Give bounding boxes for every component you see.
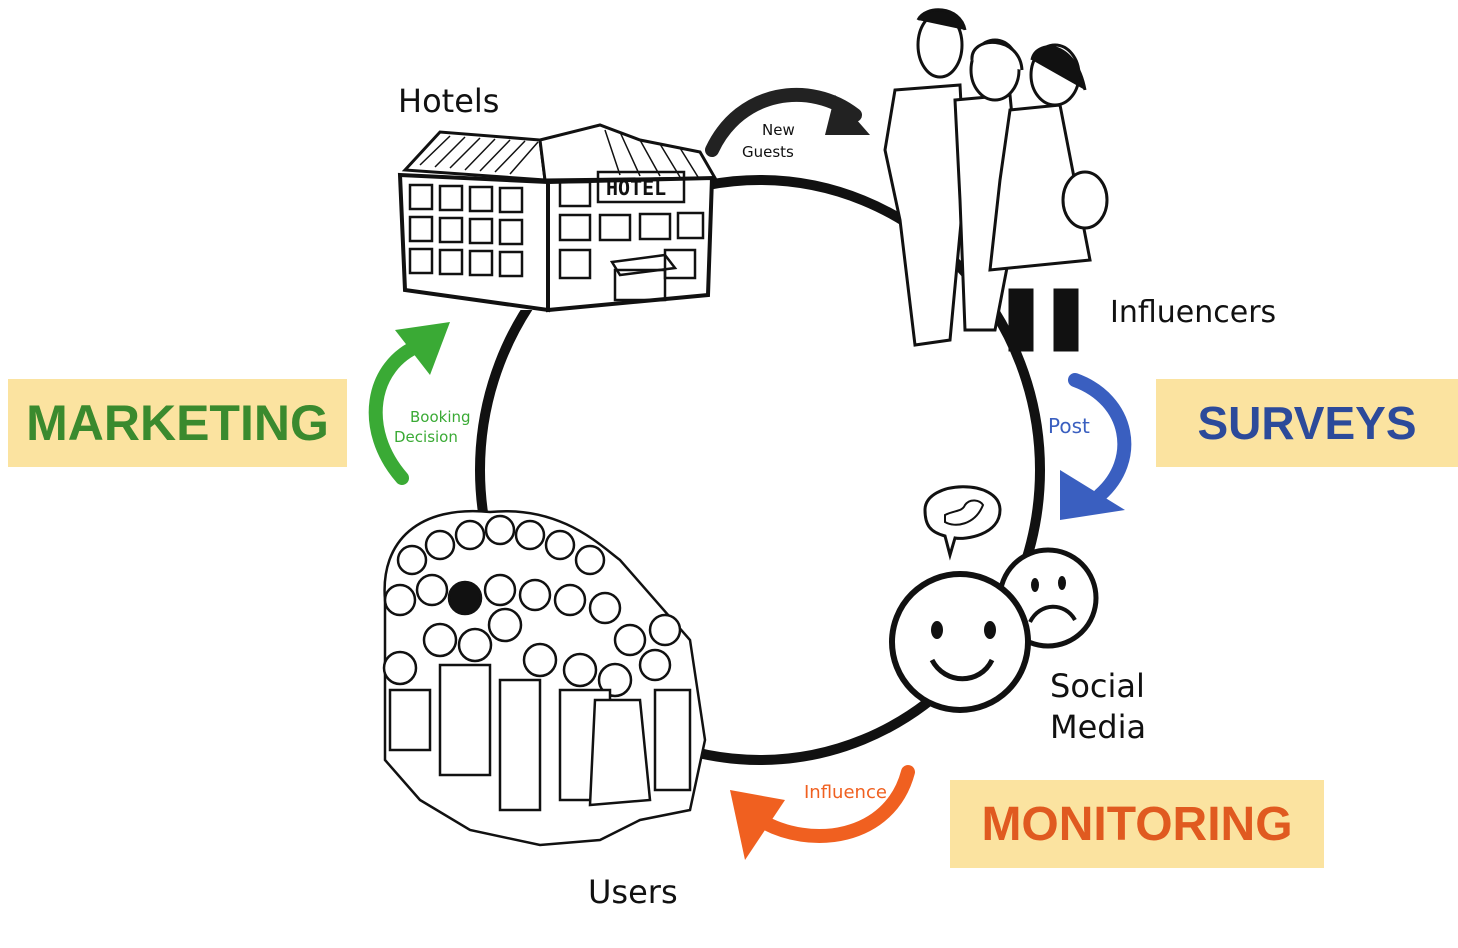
cycle-ring — [475, 175, 1045, 765]
booking-label-2: Decision — [394, 428, 458, 446]
hotel-sign: HOTEL — [606, 176, 666, 200]
surveys-box: SURVEYS — [1156, 379, 1458, 467]
influence-arrow — [753, 765, 915, 843]
marketing-label: MARKETING — [26, 395, 329, 451]
crowd-icon — [382, 509, 707, 847]
post-arrowhead — [1060, 470, 1125, 520]
marketing-box: MARKETING — [8, 379, 347, 467]
monitoring-box: MONITORING — [950, 780, 1324, 868]
monitoring-label: MONITORING — [981, 797, 1293, 851]
post-arrow — [1068, 373, 1132, 502]
new-guests-label-2: Guests — [742, 143, 794, 161]
booking-decision-arrowhead — [395, 322, 450, 375]
influencers-label: Influencers — [1110, 295, 1276, 330]
post-label: Post — [1048, 414, 1090, 438]
surveys-label: SURVEYS — [1197, 397, 1417, 449]
influence-arrowhead — [730, 790, 785, 860]
happy-face-icon — [889, 571, 1031, 713]
new-guests-label-1: New — [762, 121, 795, 139]
new-guests-arrowhead — [825, 95, 870, 135]
social-media-label-2: Media — [1050, 708, 1146, 746]
social-media-label-1: Social — [1050, 667, 1145, 705]
hotel-building-icon: HOTEL — [395, 123, 718, 313]
booking-label-1: Booking — [410, 408, 471, 426]
hotels-label: Hotels — [398, 82, 499, 120]
influencers-people-icon — [883, 8, 1109, 352]
users-label: Users — [588, 873, 678, 911]
influence-label: Influence — [804, 782, 887, 803]
booking-decision-arrow — [368, 338, 427, 485]
twitter-bird-icon — [923, 485, 1002, 561]
